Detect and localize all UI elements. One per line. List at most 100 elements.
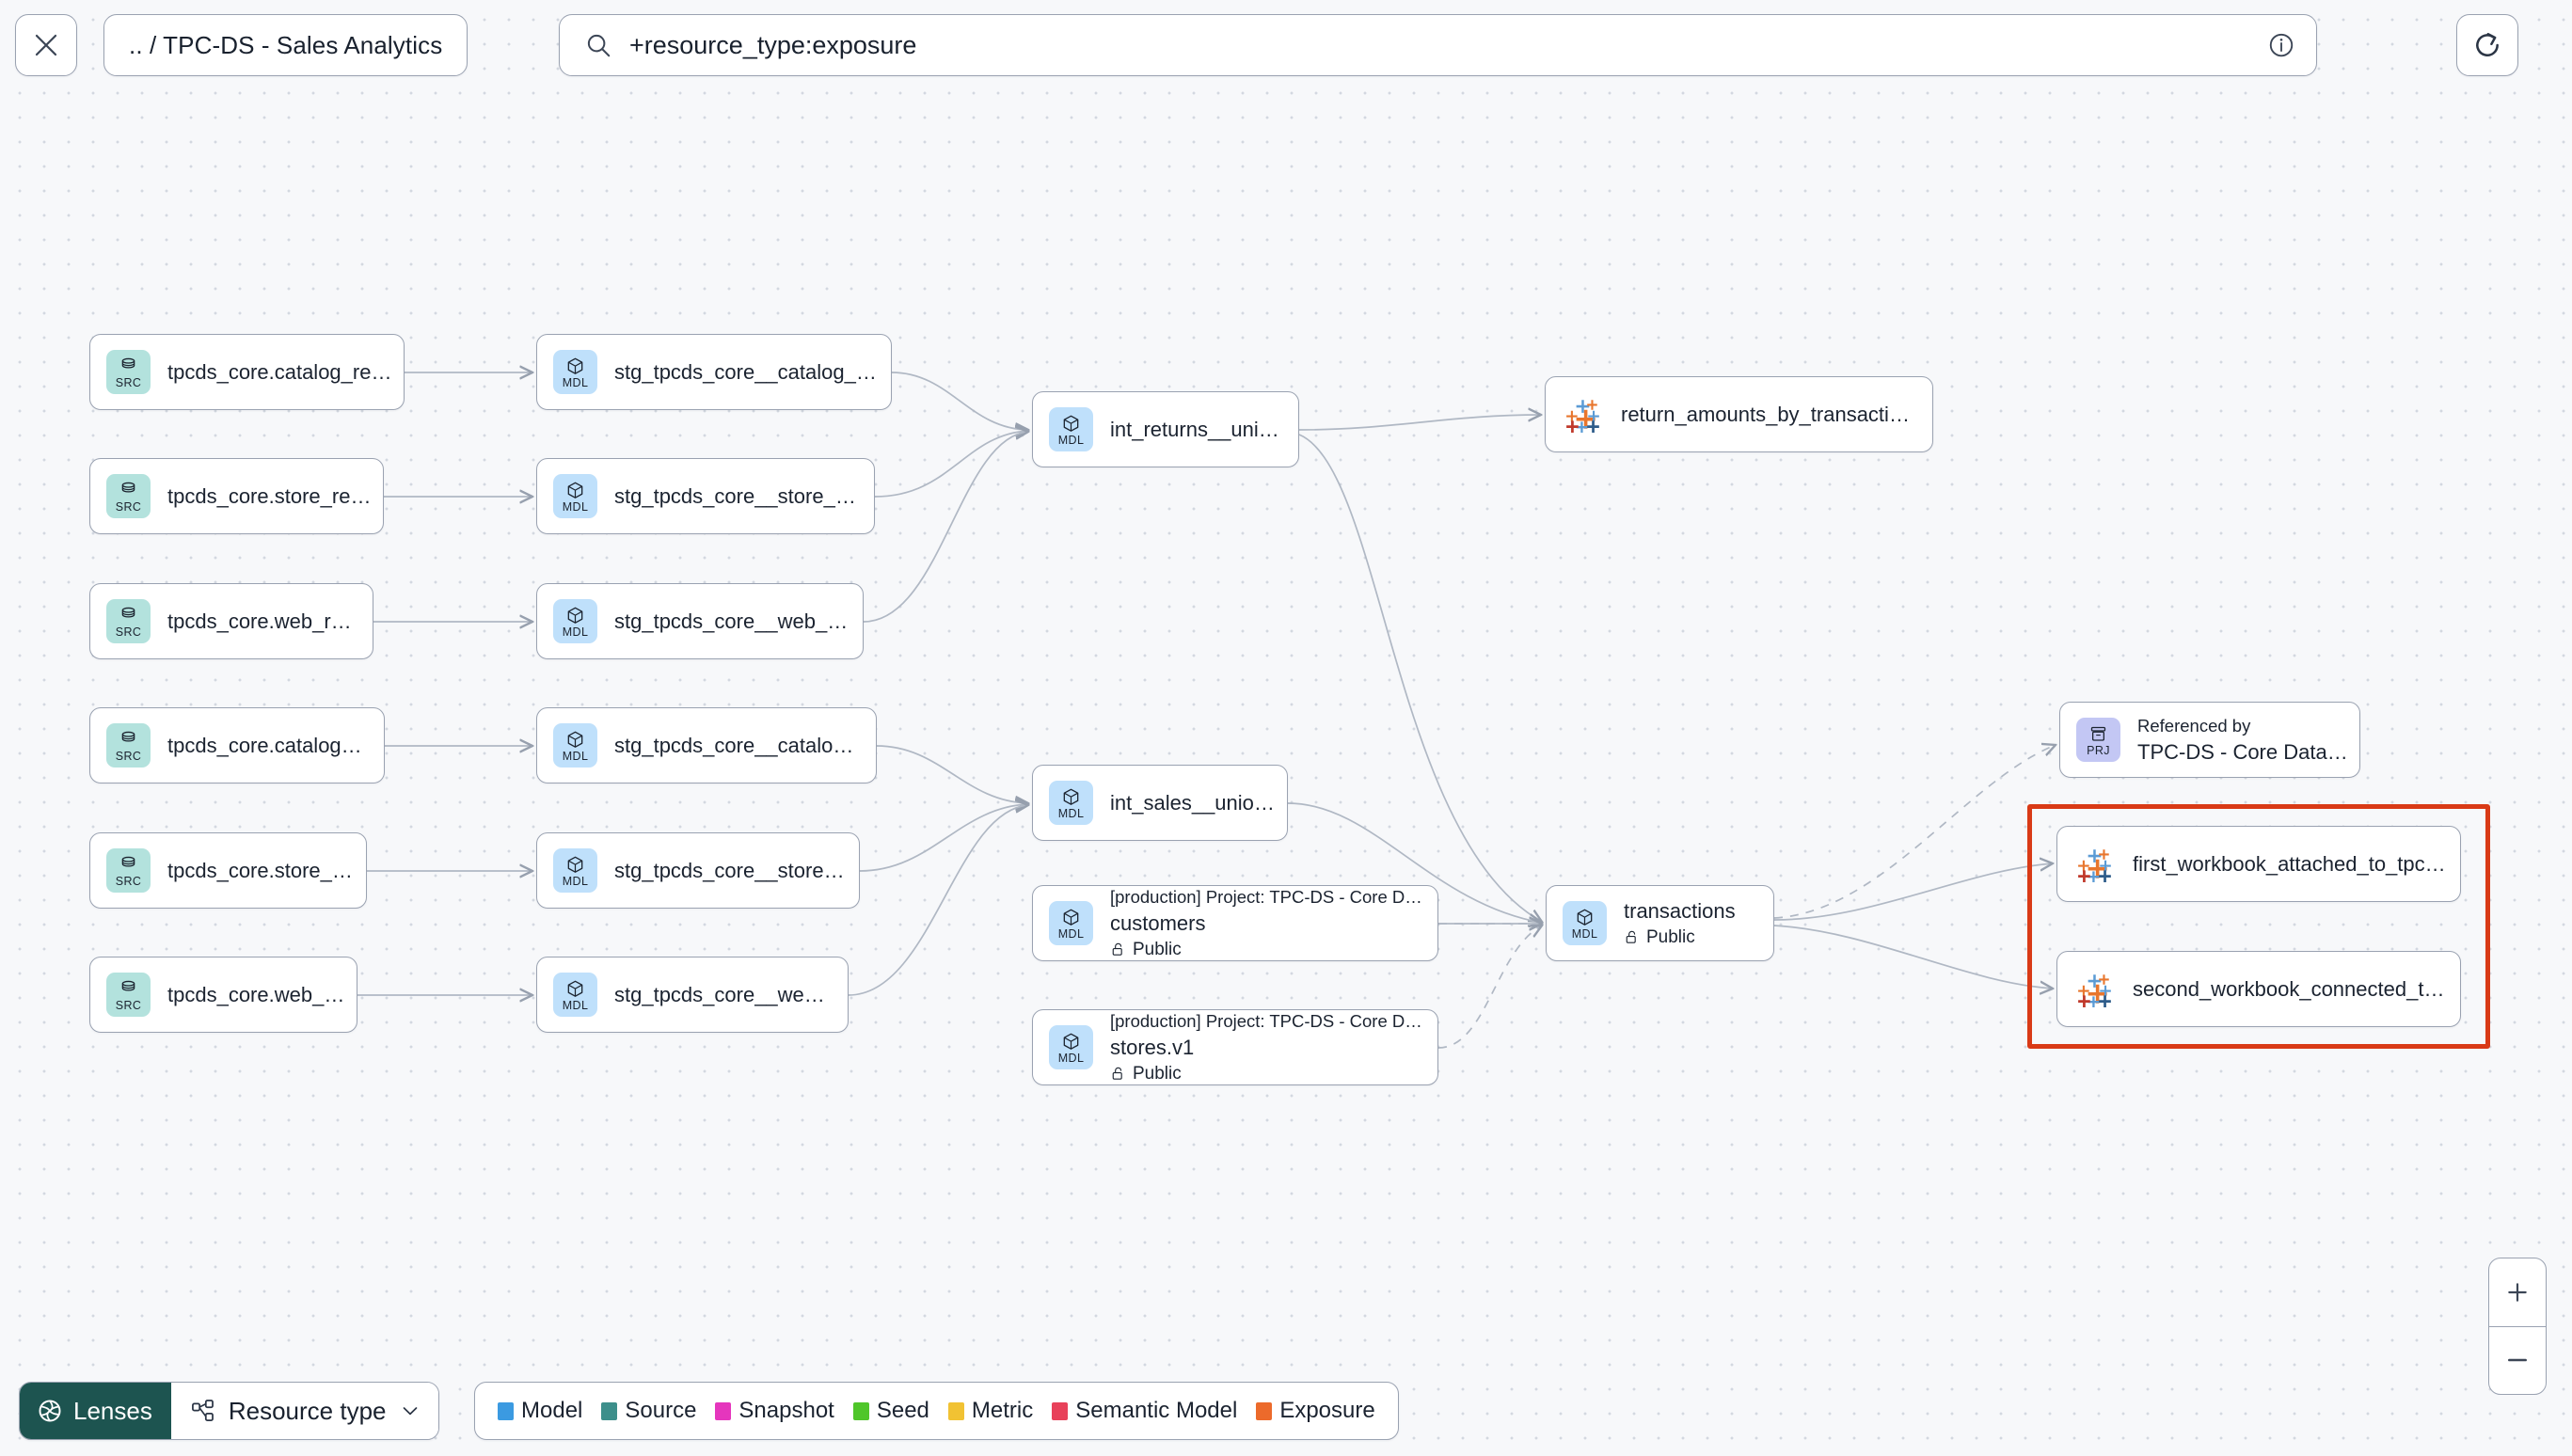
node-title: int_sales__unioned [1110,790,1276,815]
minus-icon [2508,1358,2527,1362]
search-input[interactable]: +resource_type:exposure [559,14,2317,76]
database-icon [121,731,135,742]
legend-label: Snapshot [738,1398,834,1423]
node-badge-mdl: MDL [553,973,597,1017]
legend-swatch [498,1401,514,1420]
legend-item-snapshot[interactable]: Snapshot [715,1398,834,1424]
refresh-button[interactable] [2456,14,2518,76]
legend-label: Metric [971,1398,1034,1423]
cube-icon [567,980,583,997]
cube-icon [1577,909,1593,926]
node-badge-label: SRC [115,625,142,639]
node-body: tpcds_core.store_sales [167,857,355,885]
plus-icon [2508,1283,2527,1302]
legend-item-semantic-model[interactable]: Semantic Model [1052,1398,1237,1424]
tableau-icon [2078,973,2111,1007]
node-title: first_workbook_attached_to_tpc-ds_-_… [2133,851,2449,876]
search-query-text: +resource_type:exposure [629,30,917,59]
graph-node-customers[interactable]: MDL [production] Project: TPC-DS - Core D… [1032,885,1438,961]
graph-node-src_web_sales[interactable]: SRC tpcds_core.web_sales [89,957,357,1033]
node-visibility: Public [1110,938,1426,961]
node-visibility-label: Public [1646,926,1695,947]
legend-label: Semantic Model [1075,1398,1238,1423]
node-badge-src: SRC [106,723,151,768]
tableau-exposure-icon [2074,971,2116,1008]
breadcrumb-label: .. / TPC-DS - Sales Analytics [129,30,443,59]
close-button[interactable] [15,14,77,76]
legend-item-model[interactable]: Model [498,1398,582,1424]
node-badge-src: SRC [106,350,151,394]
node-body: tpcds_core.catalog_sales [167,732,373,760]
legend-item-metric[interactable]: Metric [947,1398,1034,1424]
legend-item-exposure[interactable]: Exposure [1256,1398,1375,1424]
graph-node-first_workbook[interactable]: first_workbook_attached_to_tpc-ds_-_… [2056,826,2461,902]
cube-icon [567,357,583,374]
node-title: int_returns__unioned [1110,417,1287,441]
database-icon [121,856,135,867]
node-badge-label: MDL [562,874,589,888]
legend-label: Exposure [1279,1398,1375,1423]
zoom-out-button[interactable] [2489,1327,2546,1395]
unlock-icon [1112,1067,1122,1080]
node-visibility: Public [1624,926,1736,950]
node-badge-mdl: MDL [553,599,597,643]
node-body: second_workbook_connected_to_live… [2133,975,2449,1004]
archive-box-icon [2090,726,2106,741]
node-badge-mdl: MDL [553,723,597,768]
graph-node-stg_web_sales[interactable]: MDL stg_tpcds_core__web_sales [536,957,849,1033]
node-body: [production] Project: TPC-DS - Core Data… [1110,886,1426,961]
graph-node-int_sales_unioned[interactable]: MDL int_sales__unioned [1032,765,1288,841]
node-badge-label: MDL [1057,806,1085,820]
legend-item-source[interactable]: Source [601,1398,696,1424]
graph-node-return_amounts[interactable]: return_amounts_by_transaction_type [1545,376,1933,452]
node-title: tpcds_core.catalog_returns [167,359,392,384]
node-badge-mdl: MDL [1049,901,1093,945]
node-badge-src: SRC [106,474,151,518]
info-circle-icon[interactable] [2267,31,2295,59]
legend-label: Seed [876,1398,929,1423]
graph-node-src_catalog_sales[interactable]: SRC tpcds_core.catalog_sales [89,707,385,783]
resource-type-dropdown[interactable]: Resource type [170,1383,438,1439]
graph-node-src_catalog_returns[interactable]: SRC tpcds_core.catalog_returns [89,334,405,410]
lenses-button[interactable]: Lenses [20,1383,171,1439]
node-body: tpcds_core.web_sales [167,981,345,1009]
node-badge-label: SRC [115,998,142,1012]
zoom-in-button[interactable] [2489,1258,2546,1327]
cube-icon [1063,1033,1079,1050]
graph-node-src_web_returns[interactable]: SRC tpcds_core.web_returns [89,583,373,659]
node-body: tpcds_core.web_returns [167,608,361,636]
node-title: tpcds_core.web_returns [167,609,361,633]
graph-node-stores_v1[interactable]: MDL[production] Project: TPC-DS - Core D… [1032,1009,1438,1085]
node-body: stg_tpcds_core__store_sales [614,857,848,885]
cube-icon [1063,788,1079,805]
node-visibility-label: Public [1133,1063,1182,1084]
search-icon [587,34,611,57]
graph-node-stg_store_sales[interactable]: MDL stg_tpcds_core__store_sales [536,832,860,909]
database-icon [121,607,135,618]
node-visibility-label: Public [1133,939,1182,959]
breadcrumb[interactable]: .. / TPC-DS - Sales Analytics [103,14,468,76]
legend-item-seed[interactable]: Seed [852,1398,929,1424]
cube-icon [567,482,583,499]
graph-node-second_workbook[interactable]: second_workbook_connected_to_live… [2056,951,2461,1027]
node-subtitle: Referenced by [2137,715,2251,736]
cube-icon [567,607,583,624]
tableau-icon [2078,848,2111,882]
node-title: second_workbook_connected_to_live… [2133,976,2449,1001]
node-title: tpcds_core.web_sales [167,982,345,1006]
node-title: stg_tpcds_core__web_sales [614,982,836,1006]
tableau-exposure-icon [2074,846,2116,883]
node-badge-label: SRC [115,499,142,514]
node-title: TPC-DS - Core Data Models [2137,739,2348,764]
node-title: tpcds_core.catalog_sales [167,733,373,757]
